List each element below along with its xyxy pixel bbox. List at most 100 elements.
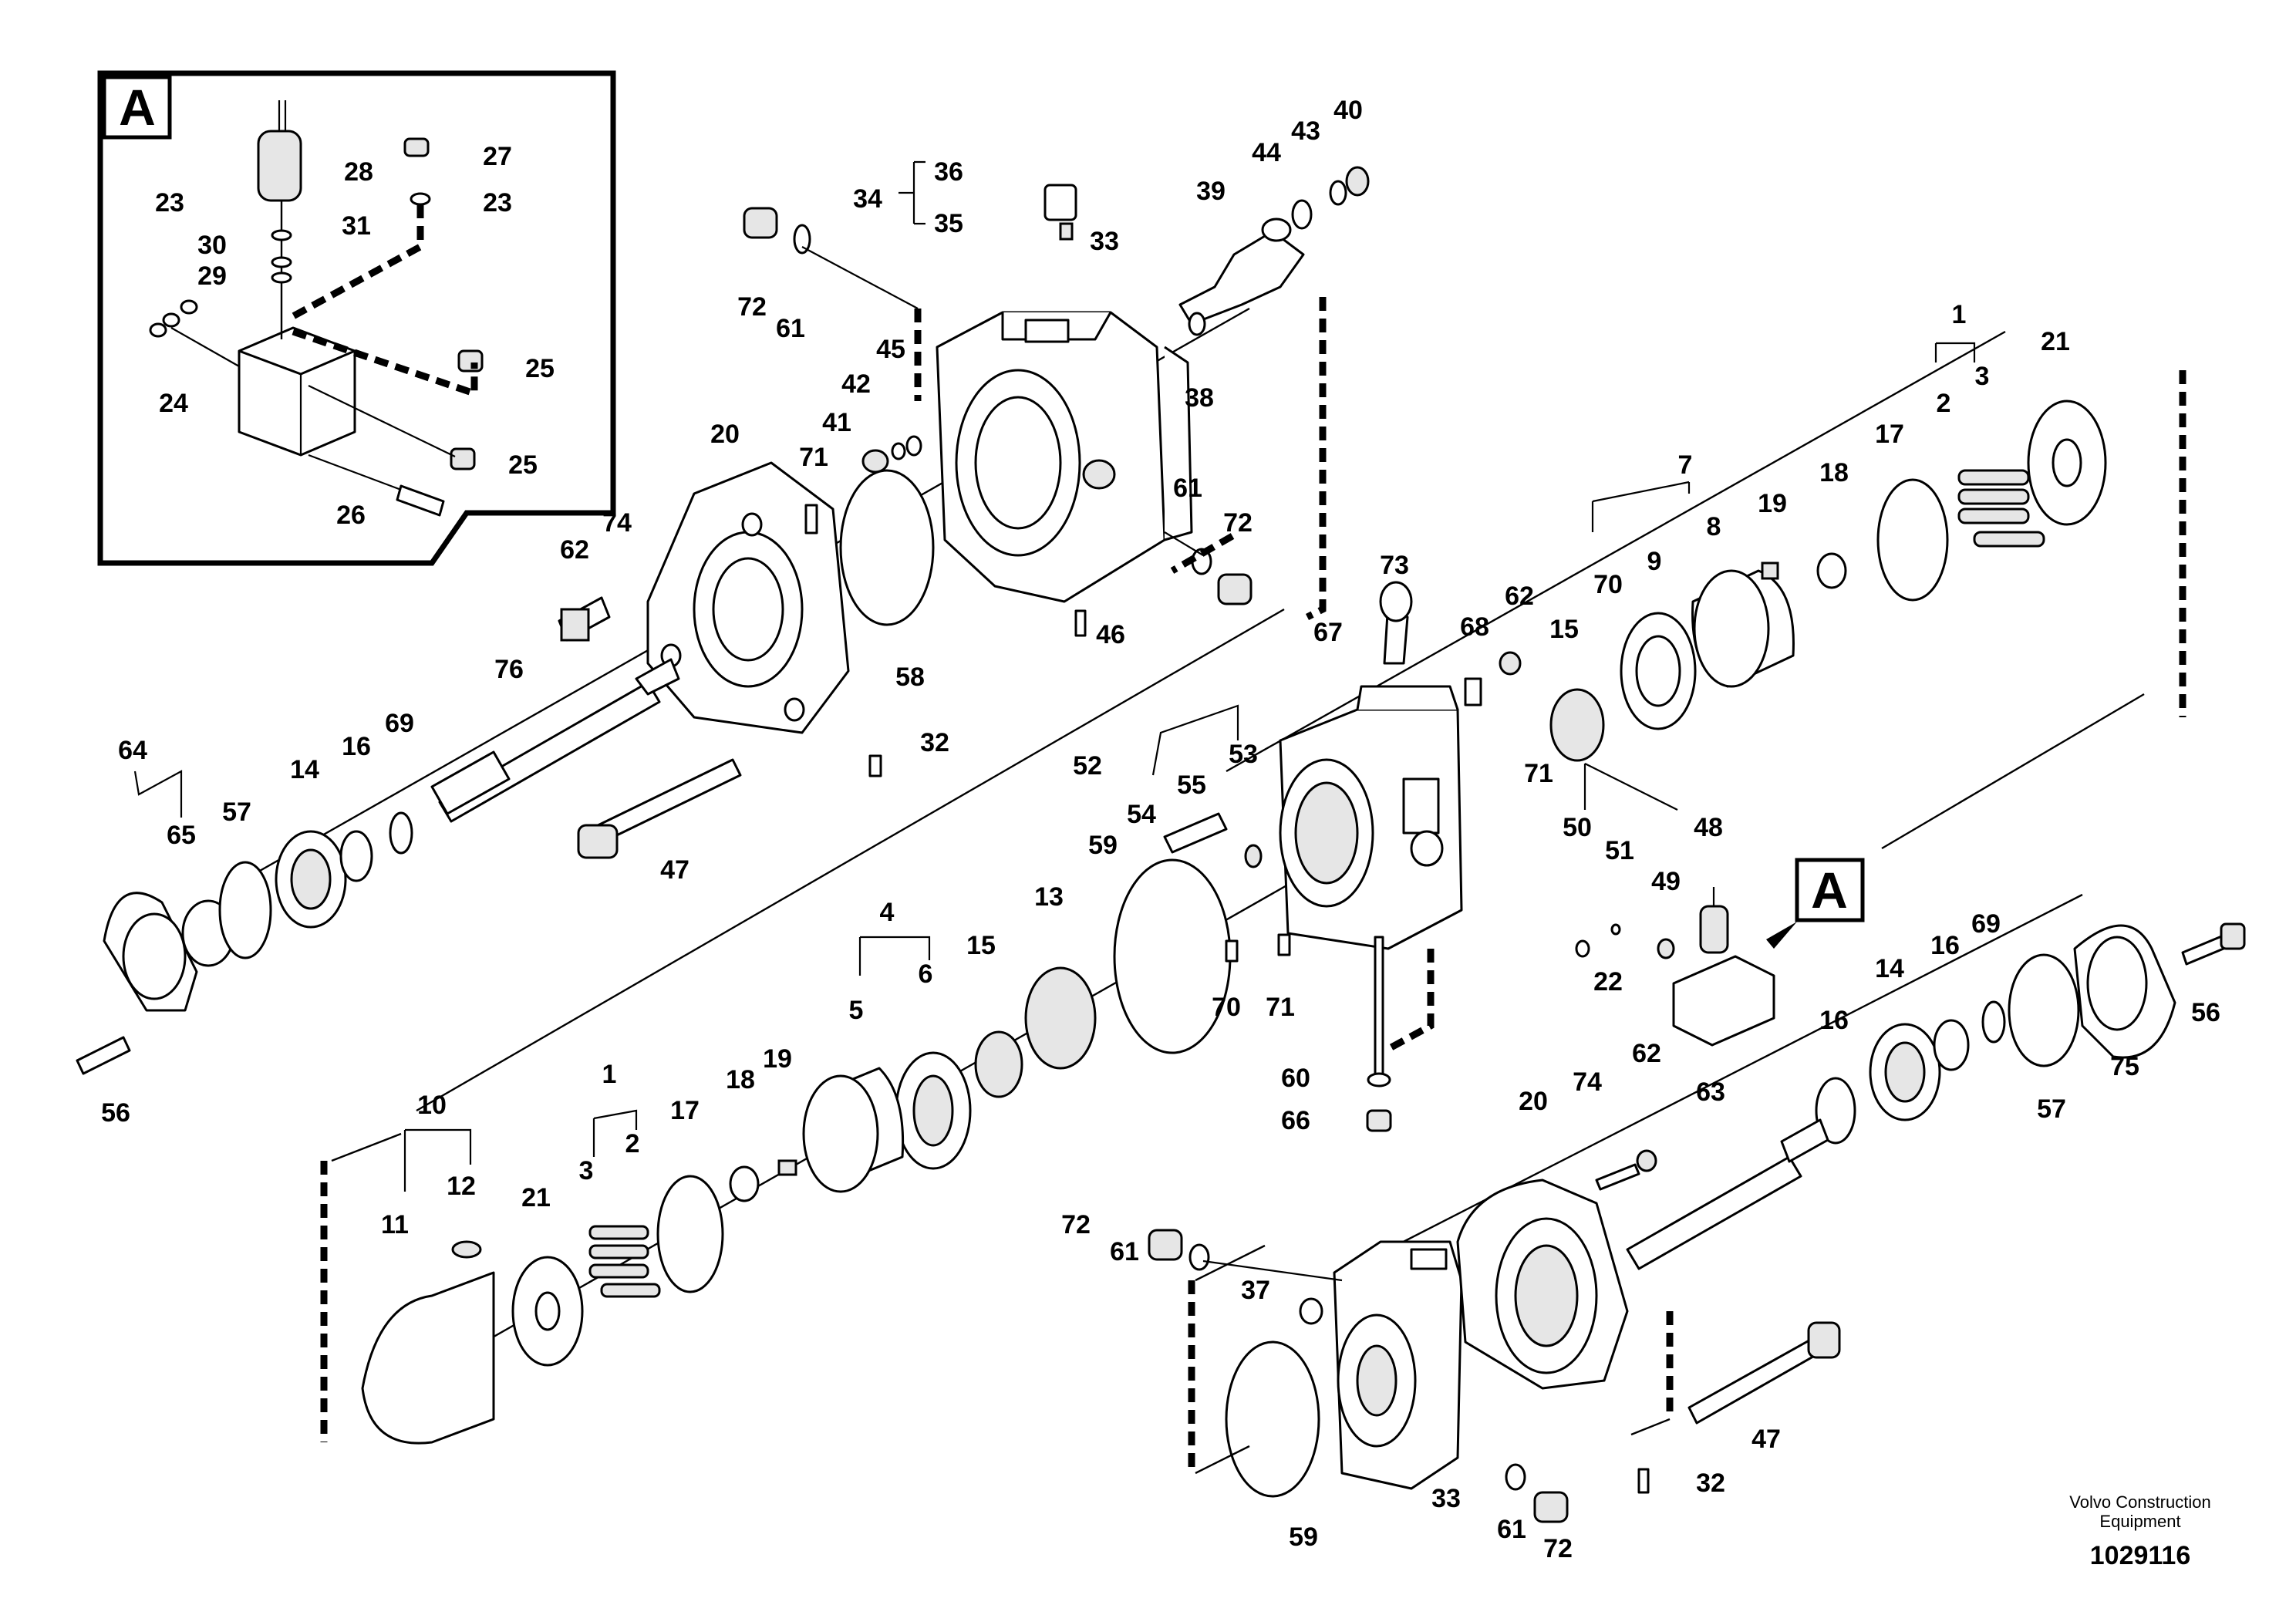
- callout-c21b: 21: [521, 1183, 551, 1212]
- callout-i30: 30: [197, 231, 227, 260]
- control-rod-assembly: [1178, 166, 1370, 336]
- callout-c57a: 57: [222, 798, 251, 827]
- callout-c67: 67: [1313, 618, 1343, 647]
- callout-c64: 64: [118, 736, 147, 765]
- callout-c14a: 14: [290, 755, 319, 784]
- callout-c12: 12: [447, 1172, 476, 1201]
- callout-c72b: 72: [1223, 508, 1253, 538]
- callout-i23b: 23: [155, 188, 184, 218]
- o-ring-58: [839, 469, 935, 626]
- callout-c15a: 15: [1549, 615, 1579, 644]
- callout-c8: 8: [1707, 512, 1721, 541]
- callout-c57b: 57: [2037, 1094, 2066, 1124]
- callout-c36: 36: [934, 157, 963, 187]
- callout-c33b: 33: [1431, 1484, 1461, 1513]
- callout-c58: 58: [895, 663, 925, 692]
- callout-c16b: 16: [1930, 931, 1960, 960]
- callout-c41: 41: [822, 408, 851, 437]
- callout-c2b: 2: [625, 1129, 640, 1158]
- pump-housing-bottom: [1148, 1118, 1841, 1523]
- detail-inset-a: A: [97, 70, 616, 566]
- callout-c1a: 1: [1952, 300, 1967, 329]
- callout-c17a: 17: [1875, 420, 1904, 449]
- callout-c16c: 16: [1819, 1006, 1849, 1035]
- callout-c60: 60: [1281, 1064, 1310, 1093]
- callout-c16a: 16: [342, 732, 371, 761]
- inset-letter-box: [102, 75, 172, 140]
- callout-c47a: 47: [660, 855, 689, 885]
- drawing-footer: Volvo Construction Equipment 1029116: [2069, 1492, 2210, 1570]
- callout-c14b: 14: [1875, 954, 1904, 983]
- callout-i24: 24: [159, 389, 188, 418]
- callout-c70a: 70: [1593, 570, 1623, 599]
- callout-c61c: 61: [1110, 1237, 1139, 1266]
- callout-c66: 66: [1281, 1106, 1310, 1135]
- rotating-group-right: [1549, 400, 2107, 762]
- drive-shaft-76: [430, 658, 680, 823]
- inset-label-a: A: [119, 79, 156, 136]
- callout-c73: 73: [1380, 551, 1409, 580]
- callout-i28: 28: [344, 157, 373, 187]
- callout-i25b: 25: [508, 450, 538, 480]
- callout-c7: 7: [1678, 450, 1693, 480]
- company-name-line1: Volvo Construction: [2069, 1492, 2210, 1512]
- callout-c68: 68: [1460, 612, 1489, 642]
- callout-c72d: 72: [1543, 1534, 1573, 1563]
- callout-c65: 65: [167, 821, 196, 850]
- callout-c37: 37: [1241, 1276, 1270, 1305]
- callout-c74b: 74: [1573, 1067, 1602, 1097]
- callout-c72c: 72: [1061, 1210, 1091, 1239]
- callout-c52: 52: [1073, 751, 1102, 781]
- company-name-line2: Equipment: [2099, 1512, 2180, 1531]
- bearing-stack-right: [1815, 922, 2246, 1145]
- bearing-stack-left: [76, 811, 413, 1075]
- callout-c39: 39: [1196, 177, 1226, 206]
- callout-c46: 46: [1096, 620, 1125, 649]
- callout-c19b: 19: [763, 1044, 792, 1074]
- callout-c44: 44: [1252, 138, 1281, 167]
- callout-c2a: 2: [1937, 389, 1951, 418]
- callout-c38: 38: [1185, 383, 1214, 413]
- callout-c22: 22: [1593, 967, 1623, 996]
- solenoid-valve-22: A: [1575, 858, 1865, 1047]
- drawing-number: 1029116: [2090, 1541, 2191, 1570]
- inset-letter-box: [1795, 858, 1865, 922]
- solenoid-coil: [257, 130, 302, 202]
- callout-c72a: 72: [737, 292, 767, 322]
- callout-numbers: 2827232331302924252526363435333944434072…: [101, 96, 2220, 1563]
- callout-c55: 55: [1177, 771, 1206, 800]
- callout-i31: 31: [342, 211, 371, 241]
- inset-label-a-reference: A: [1811, 862, 1848, 919]
- callout-c62b: 62: [1505, 582, 1534, 611]
- callout-c59a: 59: [1088, 831, 1118, 860]
- rotating-group-center: [361, 812, 1291, 1445]
- callout-c62a: 62: [560, 535, 589, 565]
- callout-c35: 35: [934, 209, 963, 238]
- bolt-47-top: [577, 758, 742, 859]
- callout-c32b: 32: [1696, 1469, 1725, 1498]
- callout-c53: 53: [1229, 740, 1258, 769]
- callout-c5: 5: [849, 996, 864, 1025]
- callout-c32a: 32: [920, 728, 949, 757]
- callout-c20b: 20: [1519, 1087, 1548, 1116]
- callout-c61b: 61: [1173, 474, 1202, 503]
- callout-c1b: 1: [602, 1060, 617, 1089]
- callout-c50: 50: [1563, 813, 1592, 842]
- pump-housing-top: [936, 184, 1193, 603]
- callout-c74a: 74: [602, 508, 632, 538]
- callout-c75: 75: [2110, 1052, 2139, 1081]
- callout-c48: 48: [1694, 813, 1723, 842]
- callout-i23a: 23: [483, 188, 512, 218]
- callout-i26: 26: [336, 501, 366, 530]
- callout-c59b: 59: [1289, 1523, 1318, 1552]
- callout-c69b: 69: [1971, 909, 2001, 939]
- dashed-break-lines: [320, 297, 2186, 1475]
- callout-c62c: 62: [1632, 1039, 1661, 1068]
- callout-i27: 27: [483, 142, 512, 171]
- callout-c18b: 18: [726, 1065, 755, 1094]
- callout-c40: 40: [1333, 96, 1363, 125]
- callout-c56b: 56: [101, 1098, 130, 1128]
- callout-c56a: 56: [2191, 998, 2220, 1027]
- callout-c76: 76: [494, 655, 524, 684]
- callout-c47b: 47: [1752, 1425, 1781, 1454]
